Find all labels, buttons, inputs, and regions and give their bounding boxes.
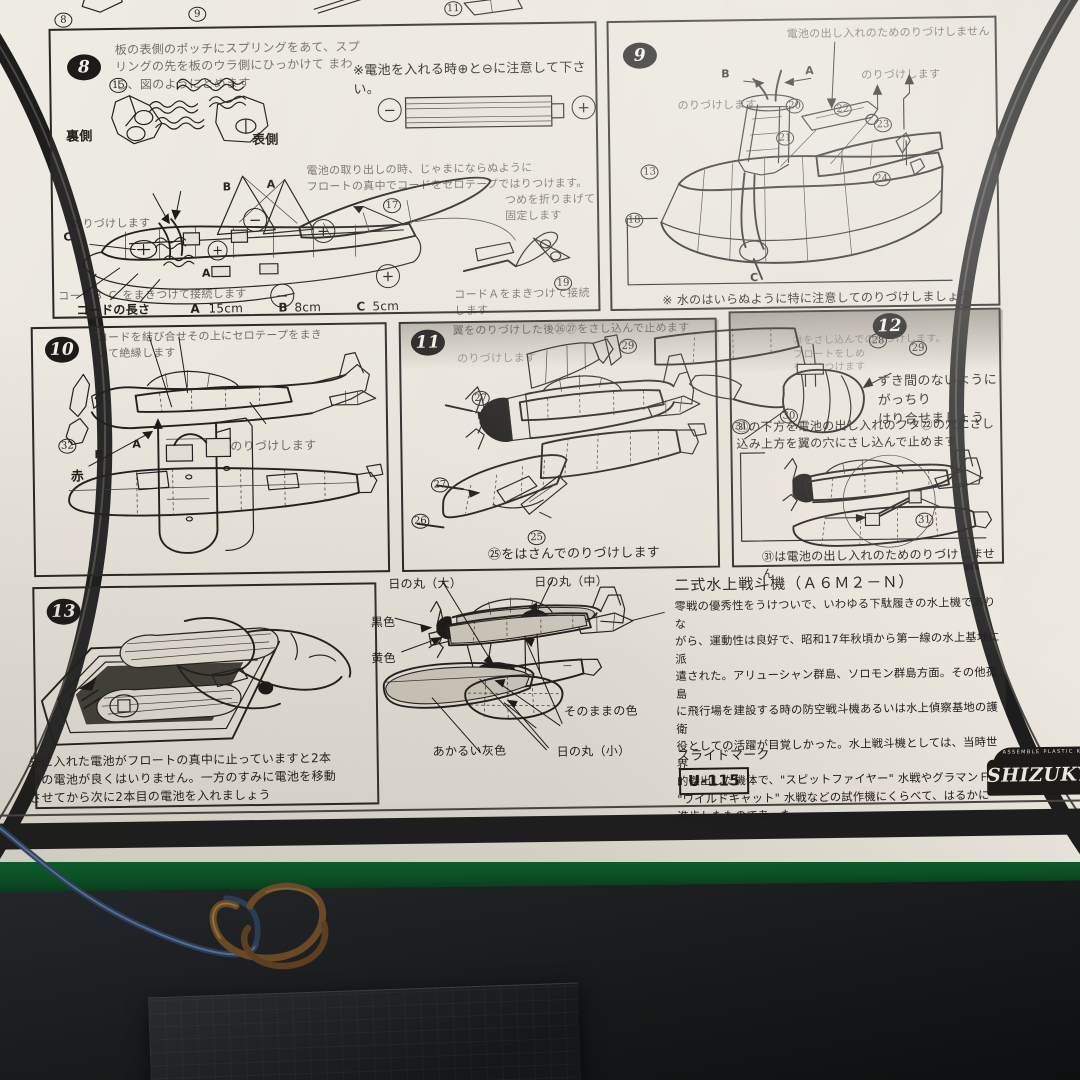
callout-B-step10: B (94, 448, 103, 462)
panel-top-partial-left: 8 9 8 (47, 0, 281, 28)
step8-cord-a-note: コードＡをまきつけて接続します (454, 286, 590, 318)
cord-a-name: A (190, 301, 201, 316)
drawing-top-far-right (735, 0, 996, 13)
drawing-color-guide-plane (382, 579, 665, 754)
step8-glue-label: のりづけします (71, 216, 151, 231)
panel-step-9: 9 電池の出し入れのためのりづけしません のりづけします のりづけします B A… (606, 15, 1001, 312)
cord-c-length: 5cm (372, 298, 400, 314)
cord-table-header: コードの長さ (76, 302, 151, 318)
aircraft-title: 二式水上戦斗機（Ａ６Ｍ２－Ｎ） (674, 572, 915, 595)
polarity-plus-1: + (207, 240, 228, 261)
drawing-float-assembly (75, 175, 571, 305)
step10-red-label: 赤 (70, 469, 85, 485)
slide-mark-label: スライドマーク (676, 747, 770, 765)
drawing-step9-float (626, 41, 953, 286)
step12-insert-note: ㉛の下方を電池の出し入れのフタ㉒の穴にさし 込み上方を翼の穴にさし込んで止めます (736, 416, 995, 452)
panel-aircraft-description: 二式水上戦斗機（Ａ６Ｍ２－Ｎ） 零戦の優秀性をうけついで、いわゆる下駄履きの水上… (674, 569, 1007, 823)
drawing-step13-battery-insert (40, 617, 352, 746)
polarity-plus-battery: + (571, 95, 596, 120)
cord-b-name: B (278, 300, 288, 315)
callout-A-step8: A (266, 177, 276, 191)
cord-a-length: 15cm (208, 301, 244, 316)
step8-tab-note: つめを折りまげて 固定します (504, 192, 596, 223)
polarity-minus-battery: − (377, 97, 402, 123)
callout-B-step8: B (222, 180, 232, 194)
drawing-step12-plane (739, 449, 993, 548)
cord-b-length: 8cm (294, 300, 322, 315)
panel-step-12: 12 ㉘をさし込んでのりづけします。 フロートをしめ をはりつけます (653, 307, 1005, 581)
panel-step-13: 13 (28, 582, 380, 810)
step10-glue-label: のりづけします (230, 438, 317, 454)
panel-step-8: 8 板の表側のポッチにスプリングをあて、スプ リングの先を板のウラ側にひっかけて… (48, 21, 601, 319)
drawing-springs-plate (111, 77, 269, 145)
black-board-small (148, 982, 582, 1080)
drawing-step12-float-detail (653, 327, 892, 440)
panel-step-11: 11 翼をのりづけした後㉖㉗をさし込んで止めます のりづけします (398, 317, 721, 572)
instruction-sheet: 8 9 8 のりづけします 青 10 11 14 のりづ (0, 0, 1080, 892)
drawing-step10-plane (65, 335, 384, 554)
panel-color-guide: 日の丸（大） 日の丸（中） 黒色 黄色 そのままの色 あかるい灰色 日の丸（小） (371, 572, 678, 807)
step8-back-side-label: 裏側 (65, 129, 93, 145)
panel-top-partial-right: のりづけします 青 10 11 14 のりづけせずさし込むだけにします (293, 0, 725, 22)
step8-tape-note: 電池の取り出しの時、じゃまにならぬように フロートの真中でコードをセロテープでは… (306, 161, 588, 194)
drawing-top-left (81, 0, 123, 13)
maker-logo: ASSEMBLE PLASTIC KIT SHIZUKYO (986, 746, 1080, 796)
drawing-battery (404, 95, 565, 129)
panel-step-10: 10 コードを結び合せその上にセロテープをまき いて絶縁します (30, 322, 391, 578)
callout-C-step8: C (63, 230, 72, 244)
step11-bottom-note: ㉕をはさんでのりづけします (487, 545, 661, 563)
callout-A-step10: A (132, 437, 141, 451)
cord-c-name: C (356, 299, 366, 314)
logo-brand-name: SHIZUKYO (986, 763, 1080, 787)
logo-arc-text: ASSEMBLE PLASTIC KIT (1002, 748, 1080, 756)
callout-A-clip: A (201, 266, 211, 280)
slide-mark-code: U-115 (678, 767, 750, 796)
step13-instruction: 先に入れた電池がフロートの真中に止っていますと2本 目の電池が良くはいりません。… (28, 750, 337, 806)
drawing-top-right (313, 0, 523, 16)
panel-top-partial-far-right: のりづけします (735, 0, 997, 10)
step-badge-8: 8 (66, 54, 102, 81)
drawing-step11-plane (416, 334, 707, 529)
step9-bottom-note: ※ 水のはいらぬように特に注意してのりづけしましょう (662, 289, 972, 308)
